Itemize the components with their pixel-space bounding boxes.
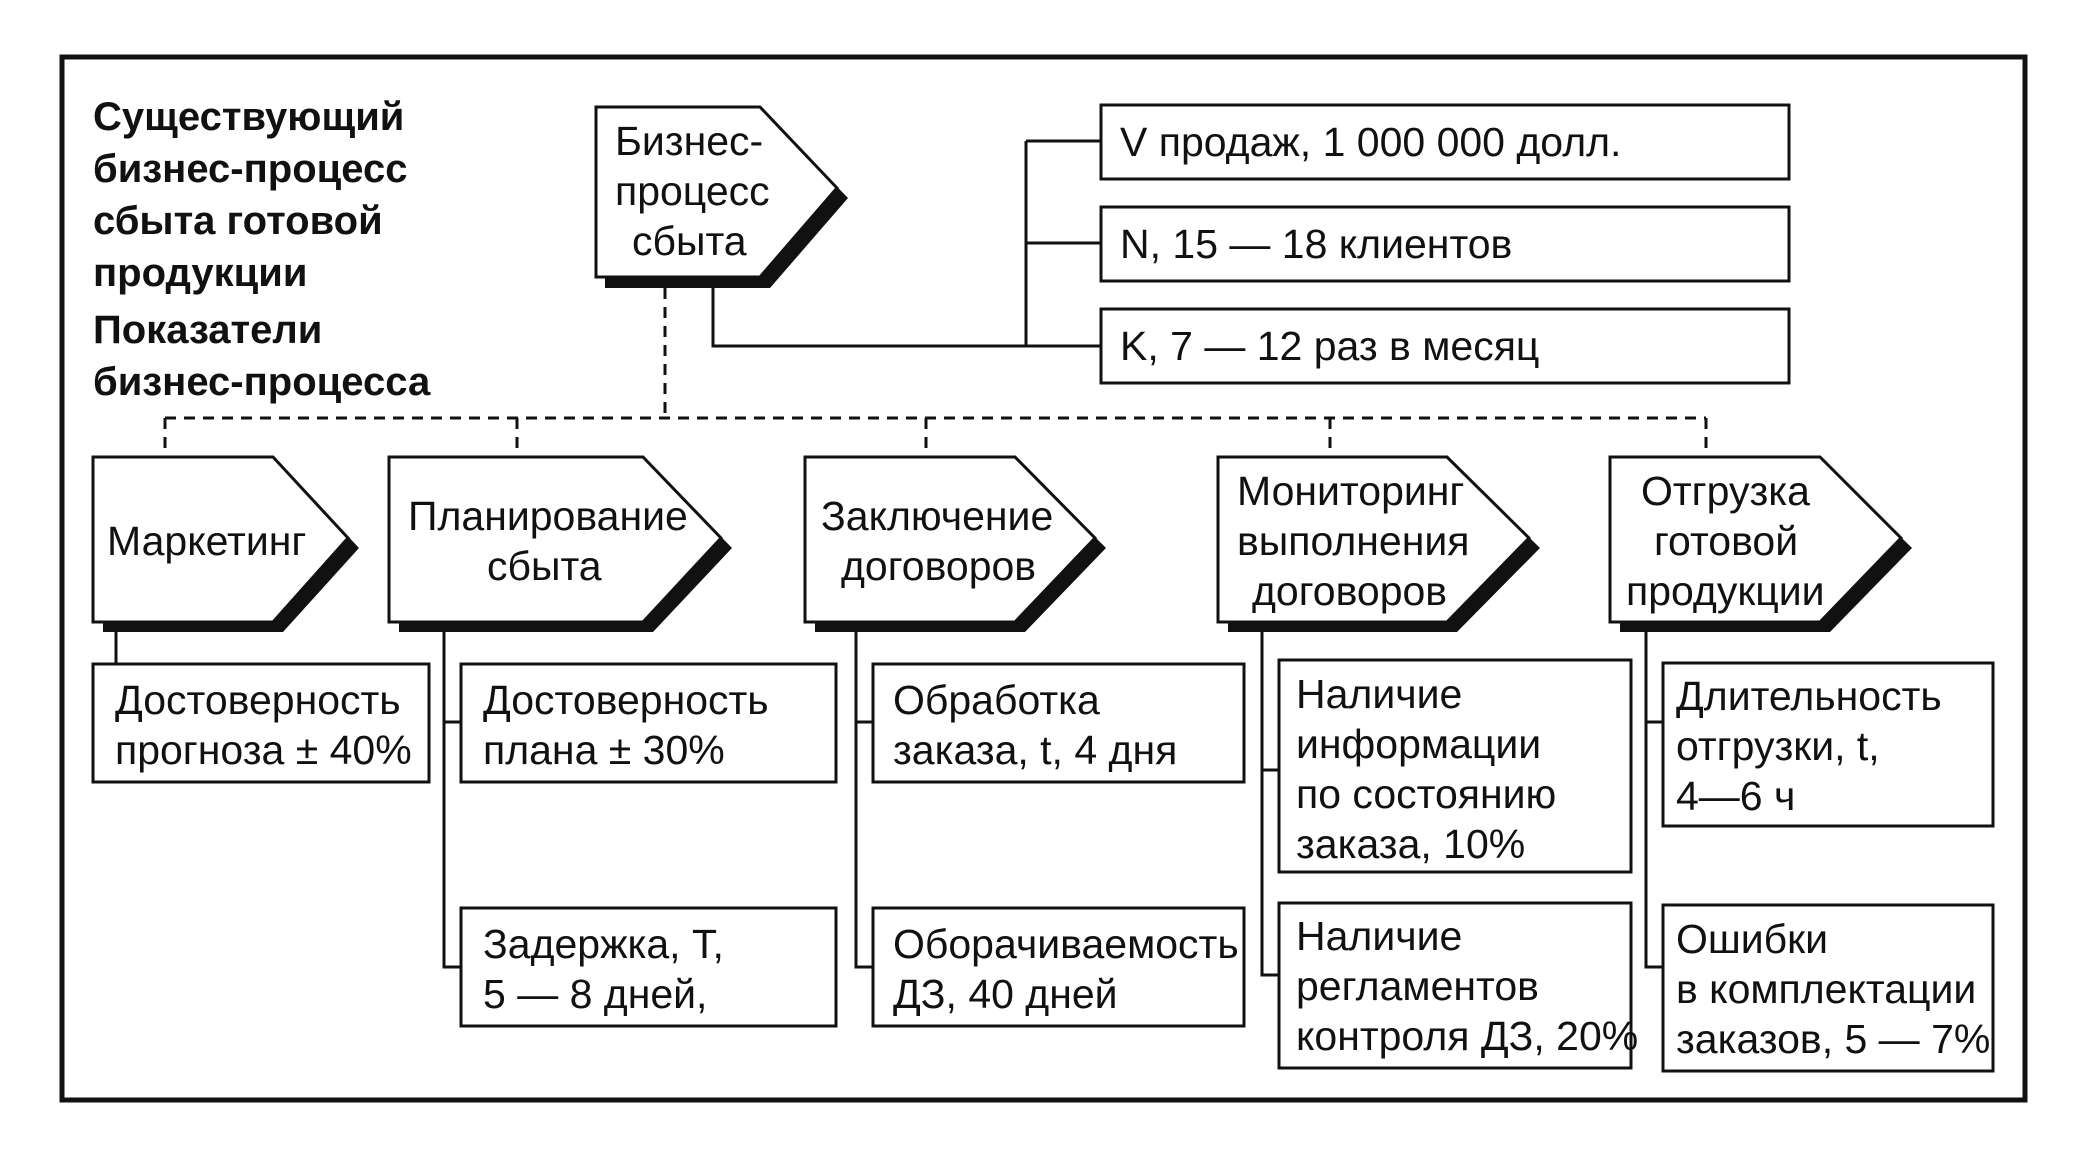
metric-text-line: Достоверность xyxy=(483,677,769,723)
metric-text-line: Достоверность xyxy=(115,677,401,723)
metric-text-line: Длительность xyxy=(1676,673,1942,719)
metric-box xyxy=(459,906,838,1028)
root-label-line: Бизнес- xyxy=(615,118,763,164)
metric-text-line: Наличие xyxy=(1296,671,1462,717)
metric-text-line: 5 — 8 дней, xyxy=(483,971,707,1017)
metric-text-line: заказа, 10% xyxy=(1296,821,1525,867)
indicator-box xyxy=(1099,307,1791,385)
indicator-text: N, 15 — 18 клиентов xyxy=(1120,221,1512,267)
metric-text-line: плана ± 30% xyxy=(483,727,725,773)
metric-box xyxy=(459,662,838,784)
metric-box xyxy=(1661,661,1995,828)
indicator-box xyxy=(1099,103,1791,181)
metric-text-line: прогноза ± 40% xyxy=(115,727,412,773)
metric-text-line: контроля ДЗ, 20% xyxy=(1296,1013,1638,1059)
subprocess-shipment: Отгрузка готовой продукции Длительность … xyxy=(1608,455,1995,1073)
metric-text-line: в комплектации xyxy=(1676,966,1976,1012)
subprocess-label-line: договоров xyxy=(841,543,1036,589)
metric-box xyxy=(91,662,431,784)
metric-text-line: информации xyxy=(1296,721,1541,767)
root-indicator-connectors xyxy=(711,139,1101,348)
heading-title-line: Существующий xyxy=(93,95,404,139)
metric-text-line: 4—6 ч xyxy=(1676,773,1795,819)
root-process-chevron: Бизнес- процесс сбыта xyxy=(594,105,848,288)
heading-subtitle-line: бизнес-процесса xyxy=(93,360,431,404)
metric-box xyxy=(1277,658,1633,874)
subprocess-label-line: Отгрузка xyxy=(1641,468,1810,514)
root-indicators: V продаж, 1 000 000 долл. N, 15 — 18 кли… xyxy=(1099,103,1791,385)
root-label-line: процесс xyxy=(615,168,770,214)
subprocess-label-line: продукции xyxy=(1626,568,1825,614)
metric-box xyxy=(871,906,1246,1028)
indicator-text: K, 7 — 12 раз в месяц xyxy=(1120,323,1539,369)
subprocess-contracts: Заключение договоров Обработка заказа, t… xyxy=(803,455,1246,1028)
metric-text-line: Наличие xyxy=(1296,913,1462,959)
metric-text-line: заказа, t, 4 дня xyxy=(893,727,1177,773)
subprocess-label-line: Планирование xyxy=(408,493,688,539)
metric-box xyxy=(1277,901,1633,1070)
metric-box xyxy=(1661,903,1995,1073)
indicator-box xyxy=(1099,205,1791,283)
subprocess-contract-monitoring: Мониторинг выполнения договоров Наличие … xyxy=(1216,455,1638,1070)
hierarchy-dashed-connectors xyxy=(163,288,1708,455)
metric-text-line: отгрузки, t, xyxy=(1676,723,1880,769)
heading-title-line: бизнес-процесс xyxy=(93,147,407,191)
subprocess-label-line: сбыта xyxy=(487,543,602,589)
metric-text-line: Ошибки xyxy=(1676,916,1828,962)
diagram-heading: Существующий бизнес-процесс сбыта готово… xyxy=(93,95,431,404)
indicator-text: V продаж, 1 000 000 долл. xyxy=(1120,119,1621,165)
metric-text-line: Оборачиваемость xyxy=(893,921,1239,967)
metric-text-line: регламентов xyxy=(1296,963,1539,1009)
metric-text-line: по состоянию xyxy=(1296,771,1556,817)
heading-subtitle-line: Показатели xyxy=(93,308,322,352)
subprocess-label-line: договоров xyxy=(1252,568,1447,614)
heading-title-line: продукции xyxy=(93,251,307,295)
metric-text-line: Задержка, Т, xyxy=(483,921,724,967)
subprocess-marketing: Маркетинг Достоверность прогноза ± 40% xyxy=(91,455,431,784)
subprocess-label-line: Маркетинг xyxy=(107,518,306,564)
metric-box xyxy=(871,662,1246,784)
root-label-line: сбыта xyxy=(632,218,747,264)
metric-text-line: ДЗ, 40 дней xyxy=(893,971,1118,1017)
subprocess-sales-planning: Планирование сбыта Достоверность плана ±… xyxy=(387,455,838,1028)
subprocess-label-line: Заключение xyxy=(821,493,1053,539)
subprocess-label-line: готовой xyxy=(1654,518,1798,564)
subprocess-label-line: Мониторинг xyxy=(1237,468,1464,514)
heading-title-line: сбыта готовой xyxy=(93,199,383,243)
metric-text-line: заказов, 5 — 7% xyxy=(1676,1016,1990,1062)
metric-text-line: Обработка xyxy=(893,677,1100,723)
subprocess-label-line: выполнения xyxy=(1237,518,1469,564)
